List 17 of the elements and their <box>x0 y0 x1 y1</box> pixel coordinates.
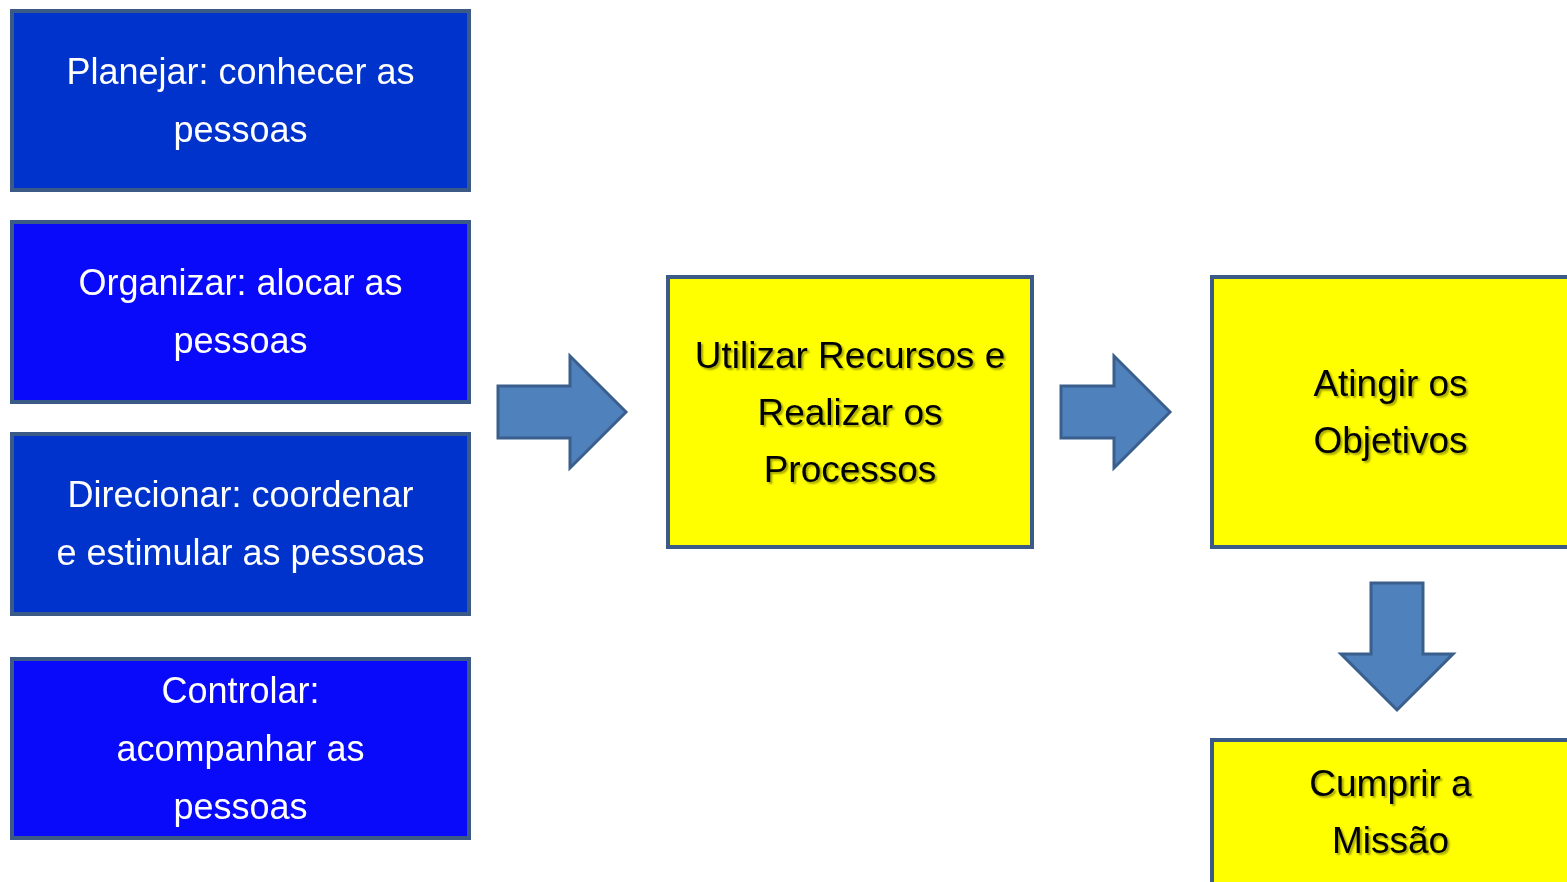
block-arrow <box>1059 352 1173 472</box>
box-text: Utilizar Recursos e Realizar os Processos <box>693 333 1007 492</box>
process-box <box>666 275 1034 549</box>
process-box <box>1210 275 1567 549</box>
process-box <box>10 9 471 192</box>
process-box <box>10 657 471 840</box>
box-text: Cumprir a Missão <box>1308 762 1473 863</box>
box-text: Organizar: alocar as pessoas <box>77 261 404 363</box>
box-text: Controlar: acompanhar as pessoas <box>115 668 366 829</box>
box-text: Atingir os Objetivos <box>1312 362 1469 463</box>
block-arrow <box>496 352 629 472</box>
process-box <box>10 432 471 616</box>
box-text: Planejar: conhecer as pessoas <box>65 49 416 152</box>
process-box <box>10 220 471 404</box>
block-arrow <box>1337 581 1457 713</box>
process-box <box>1210 738 1567 882</box>
box-text: Direcionar: coordenar e estimular as pessoas <box>55 473 426 575</box>
